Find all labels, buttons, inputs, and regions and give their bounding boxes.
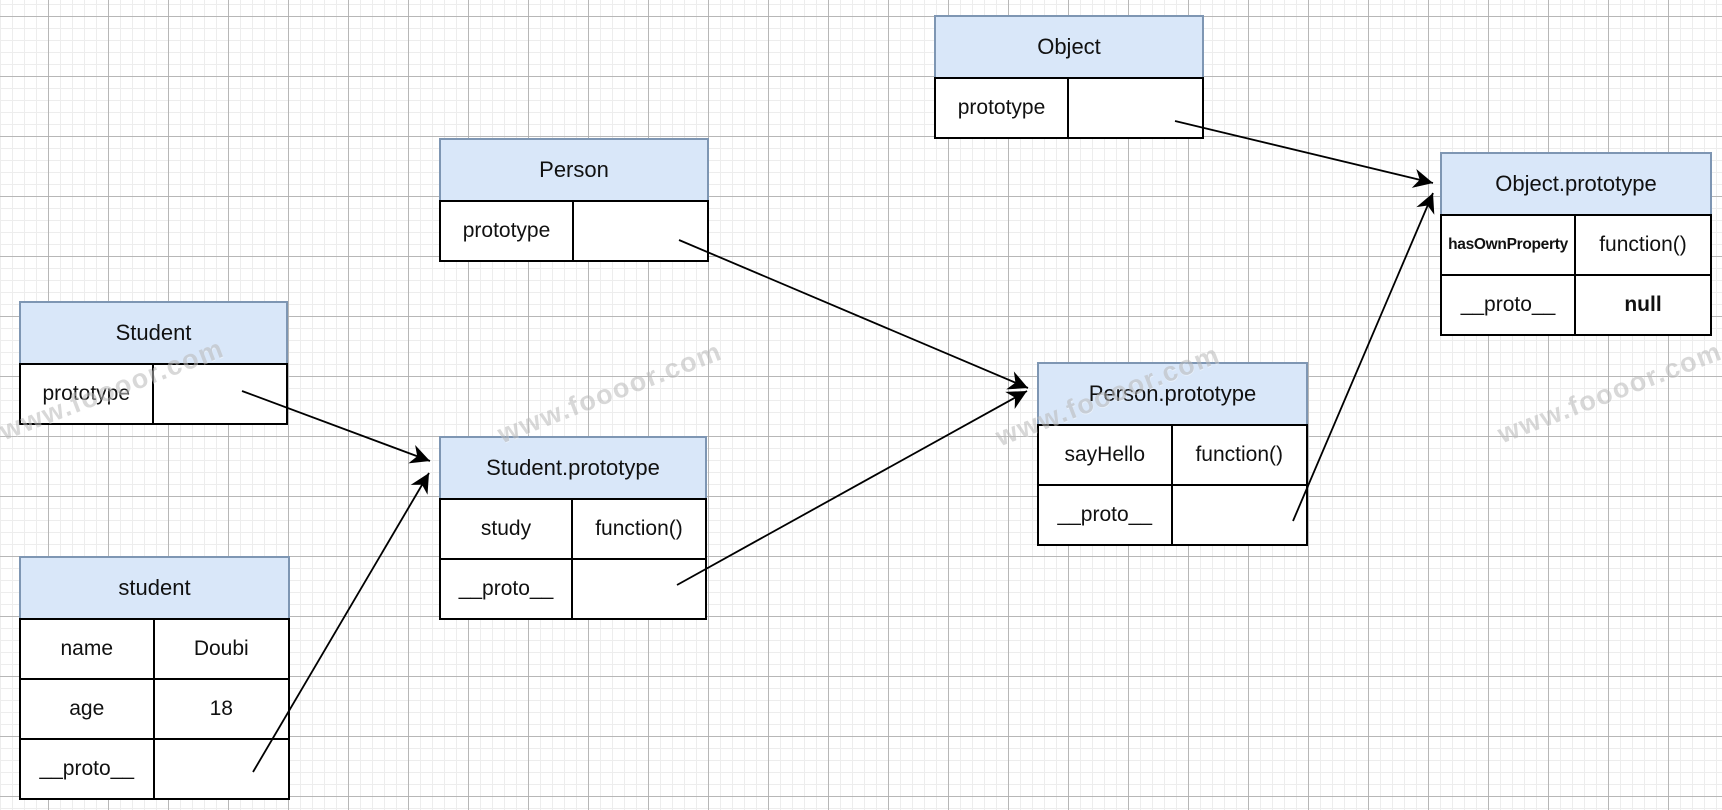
node-person: Person prototype (439, 138, 709, 262)
table-row: prototype (936, 79, 1202, 137)
node-object: Object prototype (934, 15, 1204, 139)
edge-student-prototype-to-person-prototype (676, 390, 1028, 586)
cell-value-proto-slot (1173, 486, 1307, 544)
cell-value-prototype-slot (154, 365, 287, 423)
cell-value-prototype-slot (574, 202, 707, 260)
cell-key: study (441, 500, 573, 558)
table-row: __proto__ (1039, 484, 1306, 544)
edge-person-to-person-prototype (678, 239, 1029, 390)
cell-key: age (21, 680, 155, 738)
node-object-title: Object (934, 15, 1204, 77)
node-student-prototype-title: Student.prototype (439, 436, 707, 498)
table-row: age 18 (21, 678, 288, 738)
table-row: hasOwnProperty function() (1442, 216, 1710, 274)
table-row: sayHello function() (1039, 426, 1306, 484)
node-person-prototype-title: Person.prototype (1037, 362, 1308, 424)
cell-key: __proto__ (1039, 486, 1173, 544)
node-person-title: Person (439, 138, 709, 200)
cell-value: function() (595, 517, 683, 540)
table-row: __proto__ (441, 558, 705, 618)
cell-key: sayHello (1039, 426, 1173, 484)
node-student-instance: student name Doubi age 18 __proto__ (19, 556, 290, 800)
node-student-instance-title: student (19, 556, 290, 618)
table-row: prototype (441, 202, 707, 260)
node-object-prototype: Object.prototype hasOwnProperty function… (1440, 152, 1712, 336)
edge-person-prototype-to-object-prototype (1292, 192, 1435, 522)
node-person-prototype: Person.prototype sayHello function() __p… (1037, 362, 1308, 546)
cell-key: __proto__ (1442, 276, 1576, 334)
cell-value: function() (1195, 443, 1284, 466)
node-student-class: Student prototype (19, 301, 288, 425)
cell-key: prototype (441, 202, 574, 260)
edge-object-to-object-prototype (1174, 120, 1434, 188)
table-row: __proto__ null (1442, 274, 1710, 334)
cell-value-prototype-slot (1069, 79, 1202, 137)
cell-key: prototype (21, 365, 154, 423)
node-object-prototype-title: Object.prototype (1440, 152, 1712, 214)
watermark-text: www.foooor.com (1493, 335, 1722, 450)
cell-value: 18 (209, 697, 233, 720)
table-row: prototype (21, 365, 286, 423)
table-row: name Doubi (21, 620, 288, 678)
cell-key: __proto__ (441, 560, 573, 618)
cell-key: prototype (936, 79, 1069, 137)
cell-value: Doubi (193, 637, 249, 660)
cell-key: __proto__ (21, 740, 155, 798)
node-student-class-title: Student (19, 301, 288, 363)
cell-key: name (21, 620, 155, 678)
watermark-text: www.foooor.com (493, 335, 727, 450)
cell-value-proto-slot (155, 740, 289, 798)
table-row: study function() (441, 500, 705, 558)
cell-key: hasOwnProperty (1442, 216, 1576, 274)
node-student-prototype: Student.prototype study function() __pro… (439, 436, 707, 620)
cell-value-null: null (1624, 293, 1662, 316)
table-row: __proto__ (21, 738, 288, 798)
cell-value-proto-slot (573, 560, 705, 618)
cell-value: function() (1599, 233, 1687, 256)
